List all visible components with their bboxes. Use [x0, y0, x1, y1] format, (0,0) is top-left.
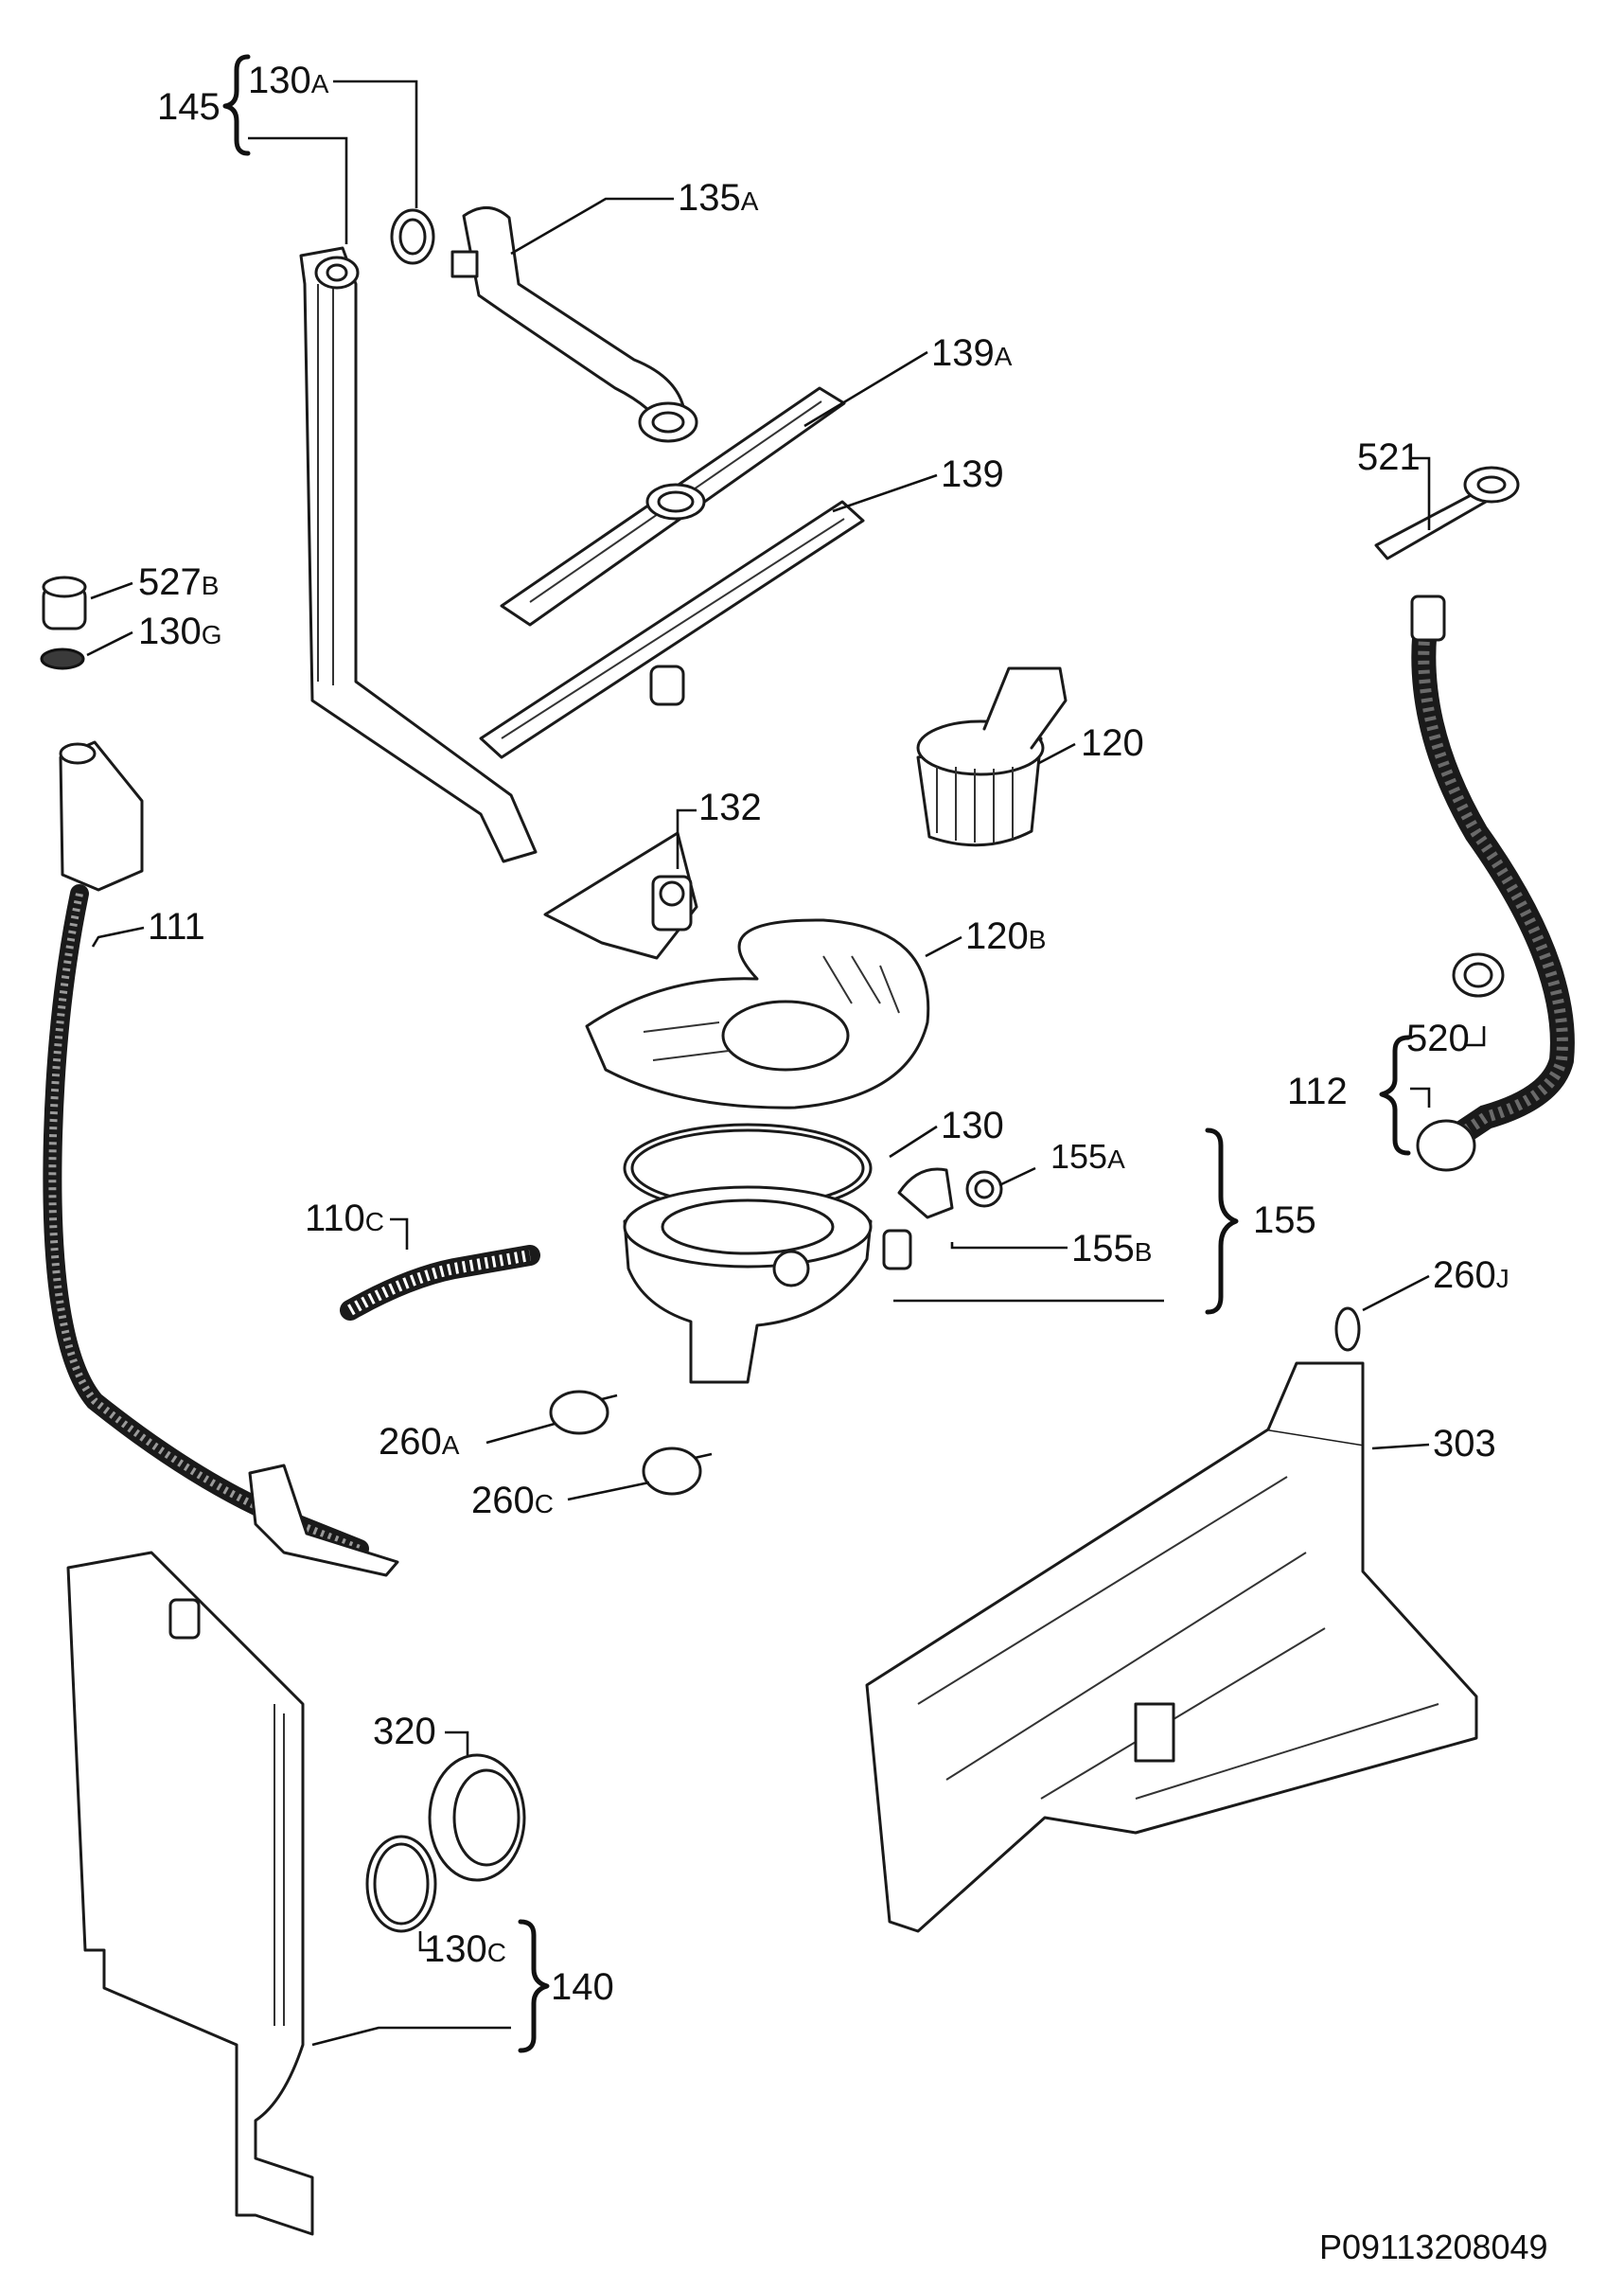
leader-155b [950, 1242, 1068, 1250]
leader-520 [1465, 1026, 1486, 1047]
leader-132 [676, 808, 697, 869]
leader-111 [91, 926, 145, 948]
leader-260j [1362, 1274, 1430, 1312]
label-110c: 110C [305, 1198, 384, 1239]
leader-260c [567, 1481, 650, 1501]
label-140: 140 [551, 1966, 614, 2008]
label-320: 320 [373, 1711, 436, 1752]
base-tray-303 [865, 1361, 1478, 1933]
label-145: 145 [157, 86, 221, 128]
leader-303 [1371, 1443, 1430, 1450]
filter-plate-120b [585, 918, 930, 1109]
side-panel-140 [66, 1551, 314, 2236]
label-130c: 130C [424, 1928, 506, 1970]
spring-clip-260j [1334, 1306, 1361, 1352]
leader-527b [90, 581, 133, 600]
leader-110c [390, 1217, 409, 1250]
nut-527b [42, 576, 87, 630]
brace-155 [1205, 1127, 1239, 1315]
inlet-hose-111 [43, 740, 399, 1577]
bracket-132 [543, 831, 698, 960]
label-120b: 120B [965, 915, 1046, 957]
hose-clip-521 [1374, 466, 1520, 560]
leader-521 [1410, 456, 1431, 530]
brace-140 [518, 1919, 550, 2053]
filter-120 [916, 666, 1068, 847]
label-139a: 139A [931, 332, 1013, 374]
label-527b: 527B [138, 561, 219, 603]
hose-clamp-520 [1452, 952, 1505, 998]
label-155: 155 [1253, 1199, 1316, 1241]
label-111: 111 [148, 906, 205, 948]
nozzle-155a [965, 1170, 1003, 1208]
label-520: 520 [1406, 1018, 1470, 1059]
label-120: 120 [1081, 722, 1144, 764]
label-130a: 130A [248, 60, 329, 101]
leader-130g [86, 630, 133, 657]
hose-clamp-260c [642, 1447, 713, 1496]
leader-120b [925, 935, 962, 958]
leader-130c [418, 1931, 435, 1952]
sump-assembly-155 [623, 1185, 912, 1384]
label-135a: 135A [678, 177, 759, 219]
leader-135a [510, 197, 674, 256]
label-139: 139 [941, 453, 1004, 495]
valve-155b [897, 1167, 954, 1219]
hose-clamp-260a [549, 1390, 618, 1435]
connector-pipe-135a [450, 206, 698, 443]
o-ring-130a [390, 208, 435, 265]
leader-120 [1038, 742, 1076, 765]
spray-arm-139a [500, 386, 846, 627]
o-ring-130c [365, 1835, 437, 1933]
leader-130 [889, 1125, 938, 1159]
leader-139 [832, 473, 938, 513]
label-155a: 155A [1050, 1137, 1125, 1176]
label-130: 130 [941, 1105, 1004, 1146]
label-260c: 260C [471, 1480, 554, 1521]
label-132: 132 [698, 787, 762, 828]
label-260j: 260J [1433, 1254, 1509, 1296]
leader-155a [998, 1166, 1036, 1187]
gasket-320 [428, 1753, 526, 1882]
label-521: 521 [1357, 436, 1421, 478]
leader-139a [803, 350, 928, 428]
supply-pipe-145 [299, 246, 538, 863]
label-130g: 130G [138, 611, 222, 652]
label-260a: 260A [379, 1421, 460, 1463]
leader-130a [333, 80, 418, 208]
corrugated-hose-110c [340, 1245, 540, 1321]
label-155b: 155B [1071, 1228, 1152, 1269]
reference-code: P09113208049 [1319, 2228, 1548, 2266]
spray-arm-139 [479, 500, 865, 759]
leader-260a [485, 1422, 556, 1445]
leader-112-lower [1410, 1087, 1431, 1108]
label-112: 112 [1287, 1071, 1348, 1112]
leader-320 [445, 1731, 469, 1755]
leader-145 [248, 136, 348, 244]
brace-145 [222, 54, 251, 156]
leader-140 [311, 2026, 511, 2047]
washer-130g [40, 648, 85, 670]
drain-hose-112 [1410, 595, 1575, 1172]
label-303: 303 [1433, 1423, 1496, 1464]
sump-ring-130 [623, 1123, 873, 1214]
brace-112 [1379, 1035, 1411, 1156]
